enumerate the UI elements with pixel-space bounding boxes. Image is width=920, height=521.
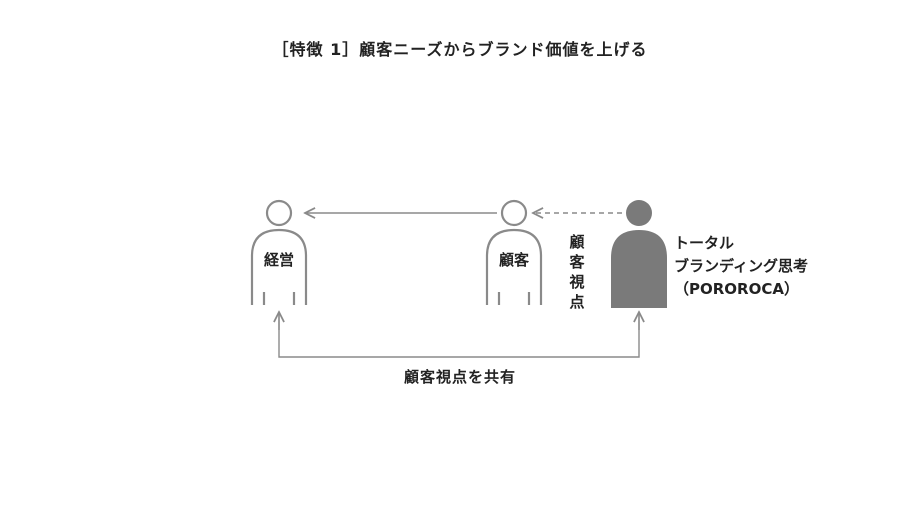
pororoca-label: トータル ブランディング思考 （POROROCA） <box>674 232 808 301</box>
shared-bracket-line <box>278 315 640 358</box>
customer-label: 顧客 <box>498 251 529 269</box>
customer-view-char: 視 <box>569 273 585 291</box>
customer-person-icon <box>485 199 543 305</box>
customer-view-char: 点 <box>569 293 585 311</box>
pororoca-label-line: （POROROCA） <box>674 280 799 298</box>
management-person-icon <box>250 199 308 305</box>
pororoca-label-line: トータル <box>674 234 735 252</box>
customer-view-char: 客 <box>569 253 585 271</box>
customer-view-label: 顧 客 視 点 <box>566 232 588 312</box>
shared-perspective-label: 顧客視点を共有 <box>403 368 516 386</box>
pororoca-label-line: ブランディング思考 <box>674 257 808 275</box>
pororoca-person-icon <box>611 200 667 308</box>
customer-view-char: 顧 <box>569 233 585 251</box>
management-label: 経営 <box>263 251 294 269</box>
diagram-title: ［特徴 1］顧客ニーズからブランド価値を上げる <box>272 40 648 59</box>
